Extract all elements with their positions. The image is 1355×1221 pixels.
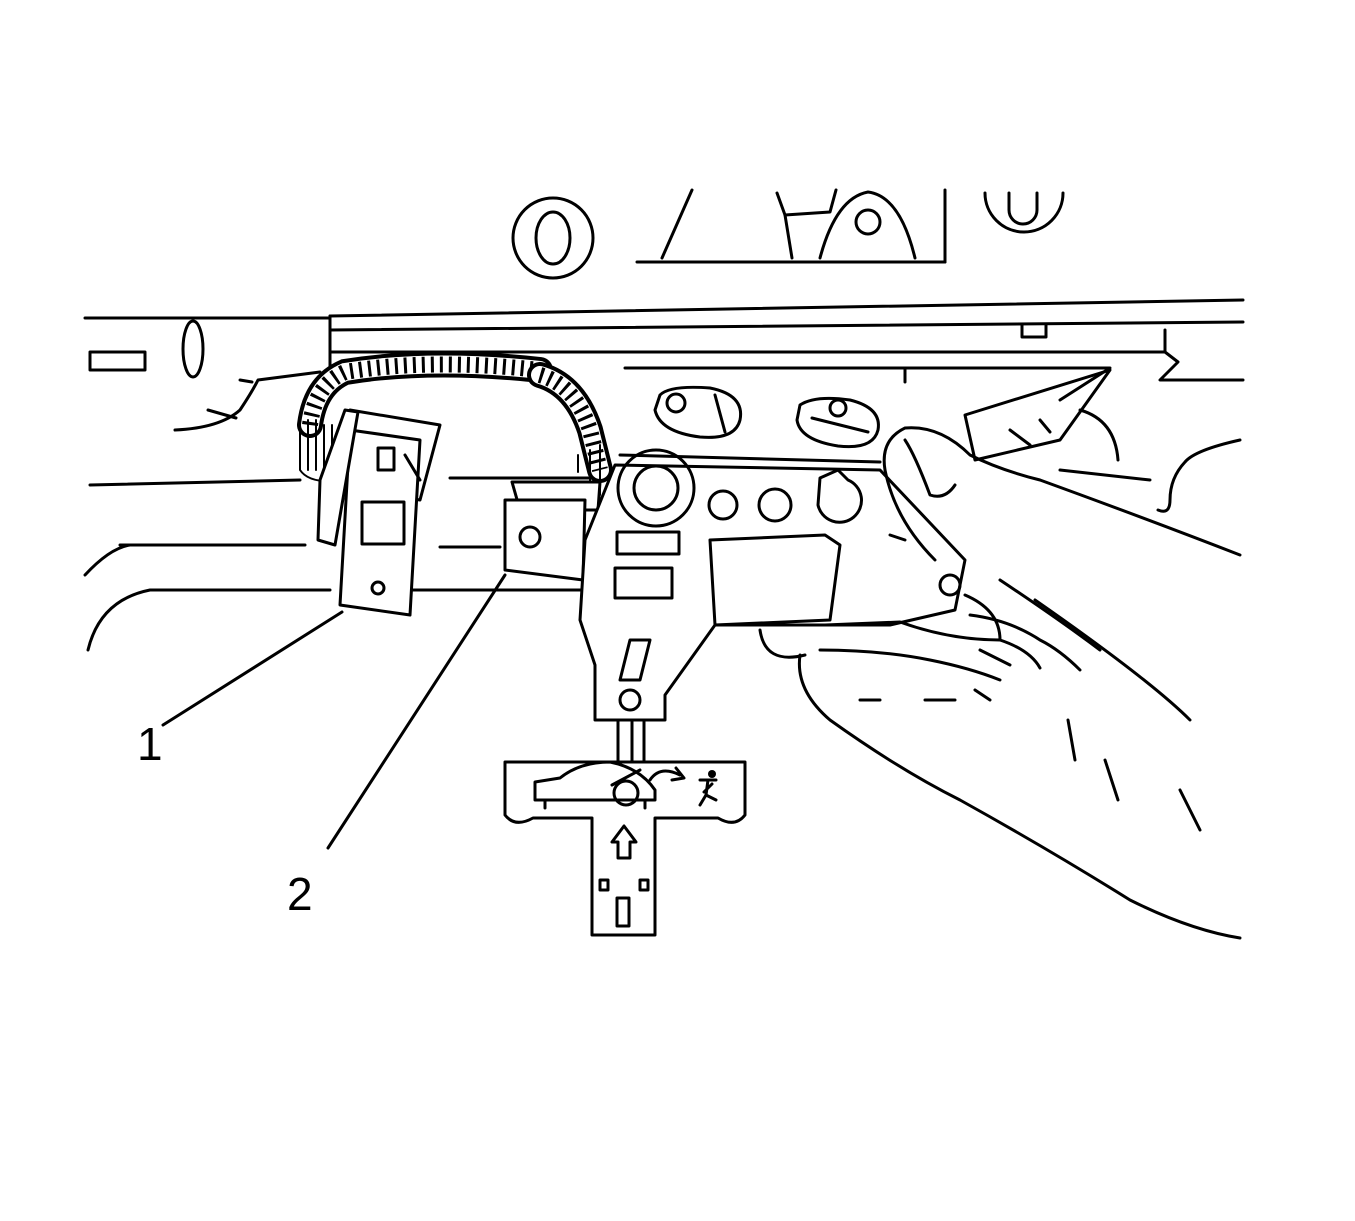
leader-line-1 [161,610,344,727]
rail-slots [618,385,882,464]
leader-line-2 [326,573,507,850]
up-arrow-icon [610,824,638,860]
callout-number-2: 2 [287,868,313,920]
connector-1 [316,408,442,617]
callout-leaders [161,573,507,850]
upper-structure [511,188,1065,280]
technician-hand [758,368,1242,940]
callout-number-1: 1 [137,718,163,770]
warning-tag [503,760,747,937]
round-hole-right [983,191,1065,234]
wiring-harness [297,351,613,496]
slot-left [88,319,205,379]
round-hole-left [511,196,595,280]
tag-wires [616,718,646,764]
sensor-bracket [578,448,967,722]
occupant-icon [698,770,718,807]
upper-bracket [635,188,947,264]
vehicle-deploy-icon [533,760,686,810]
